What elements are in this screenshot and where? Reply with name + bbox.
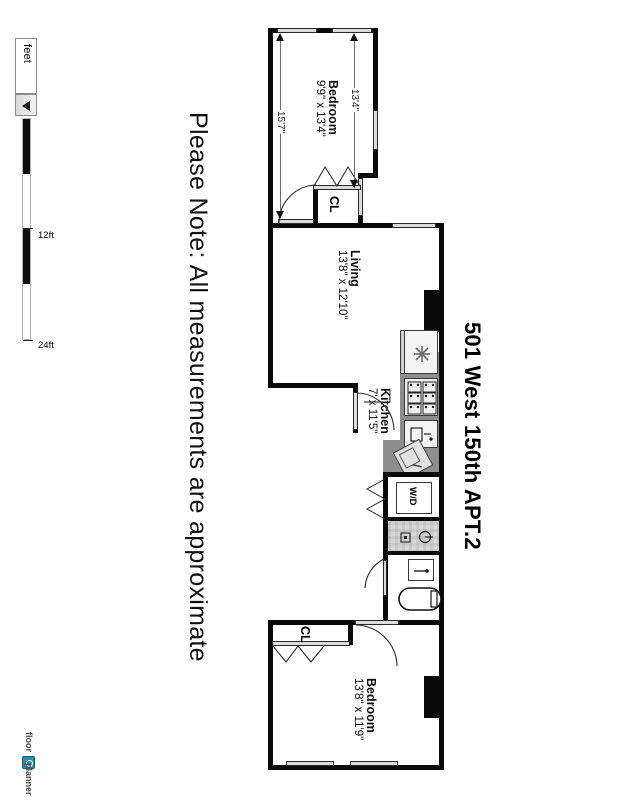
wall-living-south (268, 383, 358, 388)
wall-top-bedroom-jog (358, 173, 378, 178)
bathroom-door-panel (383, 560, 387, 596)
window (392, 223, 436, 228)
dim-line-bedroom-width (354, 40, 355, 188)
window (373, 110, 378, 150)
kitchen-door-panel (353, 392, 358, 430)
radiator-block (424, 290, 440, 332)
corner-sink (392, 438, 434, 480)
wall-living-east-upper (439, 223, 444, 295)
dim-arrow-up (350, 33, 358, 41)
wall-closet-top-west (313, 188, 318, 228)
bathroom-sink-icon (414, 569, 429, 573)
wall-top-bedroom-south (268, 223, 378, 228)
wall-top-bedroom-north (268, 28, 378, 33)
refrigerator (404, 330, 438, 374)
wd-door-bifold-swing (365, 478, 387, 520)
wall-corridor-east (439, 295, 444, 620)
dim-arrow-up (276, 33, 284, 41)
closet-door-bottom (272, 641, 350, 646)
stove-burners-icon (407, 381, 437, 415)
kitchen-door-swing (356, 392, 395, 431)
bedroom-top-label: Bedroom 9'9" x 13'4" (314, 80, 340, 137)
bedroom-bottom-label: Bedroom 13'8" x 11'9" (352, 678, 378, 741)
wall-wd-south (383, 517, 444, 521)
refrigerator-handle (400, 330, 405, 374)
bedroom-bottom-door-swing (355, 624, 398, 667)
window (286, 761, 334, 766)
wall-corridor-west (383, 472, 388, 620)
hall-fixture-icons (400, 530, 433, 544)
washer-dryer (396, 482, 432, 514)
entry-door-swing (278, 184, 317, 224)
closet-top-label: CL (327, 196, 341, 213)
floorplanner-logo[interactable]: floor planner (22, 732, 36, 796)
toilet-icon (398, 587, 442, 611)
window (350, 761, 398, 766)
dim-label-bedroom-length: 15'7" (275, 110, 286, 135)
kitchen-label-leader (364, 389, 391, 403)
wall-closet-bottom-east (348, 620, 353, 645)
radiator-block (424, 676, 440, 718)
snowflake-icon (414, 346, 430, 362)
washer-dryer-label: W/D (407, 487, 418, 506)
dim-label-bedroom-width: 13'4" (349, 88, 360, 113)
window (332, 28, 372, 33)
living-room-label: Living 13'8" x 12'10" (336, 250, 362, 320)
dim-arrow-down (276, 211, 284, 219)
wall-hall-south (383, 551, 444, 555)
range (404, 378, 438, 416)
window (277, 28, 317, 33)
window (358, 178, 363, 216)
wall-bottom-bedroom-east (439, 620, 444, 770)
wall-living-west (268, 228, 273, 388)
bathroom-door-swing (364, 558, 385, 589)
wall-top-bedroom-east-upper (373, 28, 378, 178)
bedroom-bottom-door-panel (355, 620, 399, 625)
corner-sink-icon (398, 447, 422, 469)
wall-top-bedroom-west (268, 28, 273, 228)
wall-wd-north (383, 472, 444, 477)
closet-bottom-label: CL (298, 626, 312, 643)
closet-top-bifold-swing (313, 165, 361, 188)
closet-bottom-bifold-swing (272, 645, 325, 663)
dim-arrow-down (350, 180, 358, 188)
floorplanner-logo-icon (22, 756, 35, 769)
bathroom-sink (408, 559, 434, 581)
wall-bottom-bedroom-west (268, 620, 273, 770)
wall-bottom-bedroom-south (268, 765, 444, 770)
